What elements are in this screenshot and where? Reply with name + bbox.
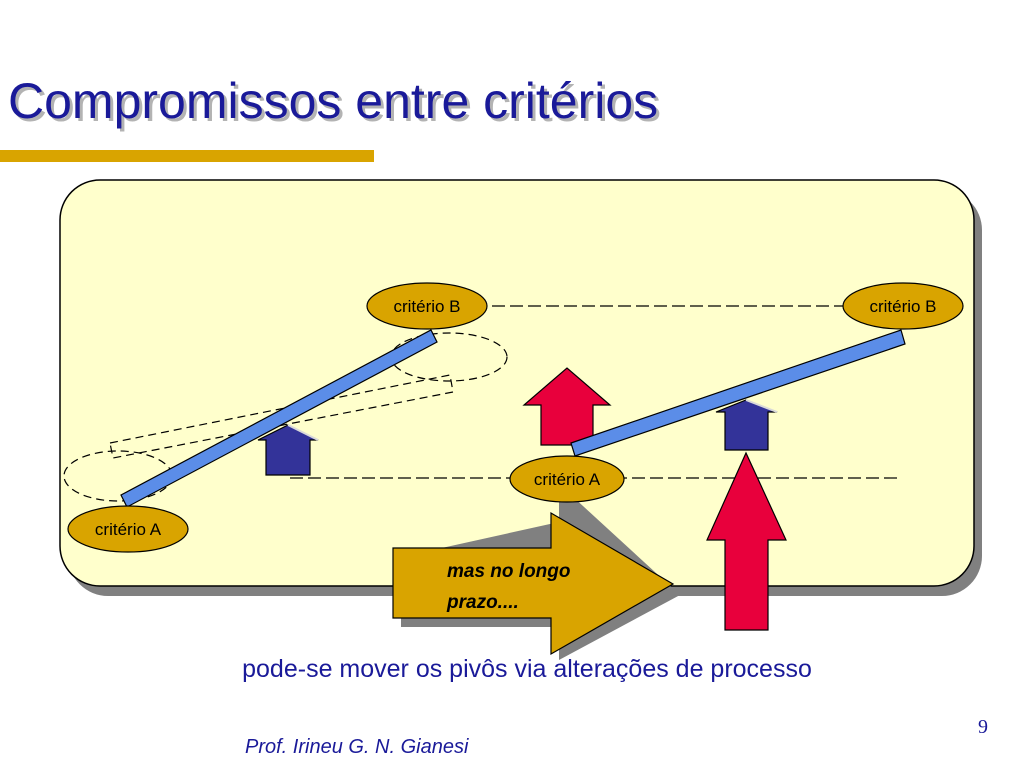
oval-right-criterio-b [842,282,964,330]
left-lever-bar [120,329,438,508]
diagram-panel [59,179,975,587]
oval-left-criterio-a [67,505,189,553]
arrow-text-line1: mas no longo [447,561,571,582]
slide-title: Compromissos entre critérios [8,73,659,129]
ghost-lever [109,374,454,459]
slide-caption: pode-se mover os pivôs via alterações de… [242,655,812,683]
label-left-criterio-b: critério B [393,297,460,316]
right-pivot-highlight [745,399,778,413]
oval-right-criterio-a [509,455,625,503]
page-number: 9 [978,716,988,738]
big-right-arrow [392,511,675,656]
title-underline-bar [0,150,374,162]
right-big-up-arrow [706,451,787,631]
arrow-text-line2: prazo.... [446,592,519,613]
label-left-criterio-a: critério A [95,520,162,539]
left-pivot-highlight [287,424,319,441]
label-right-criterio-b: critério B [869,297,936,316]
footer-author: Prof. Irineu G. N. Gianesi [245,736,469,758]
label-right-criterio-a: critério A [534,470,601,489]
oval-left-criterio-b [366,282,488,330]
right-lever-bar [570,329,906,457]
